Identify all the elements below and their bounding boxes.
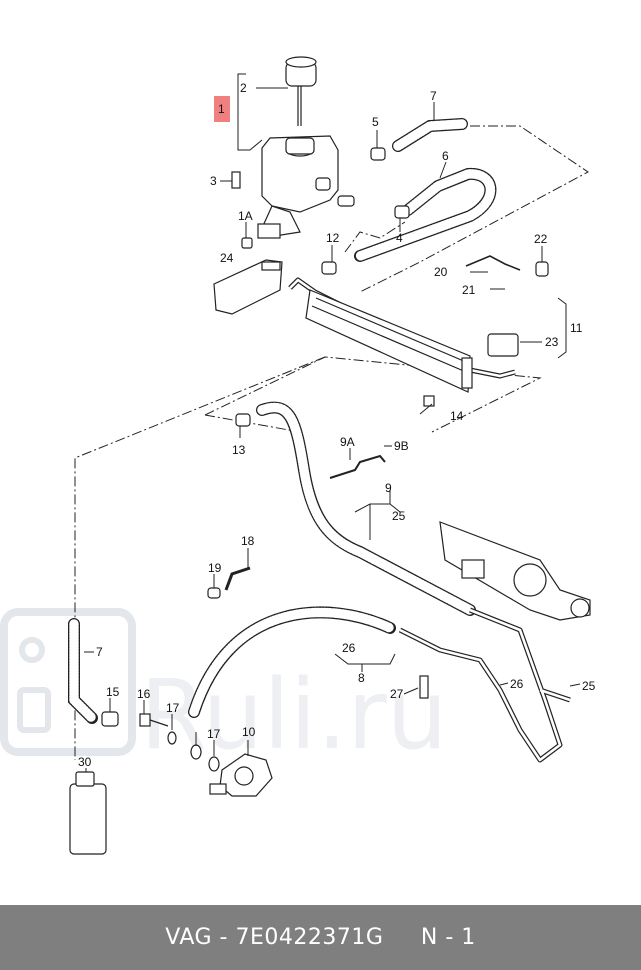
footer-part-number: 7E0422371G [235, 925, 384, 950]
bracket-24 [213, 259, 283, 315]
label-1a: 1A [238, 209, 253, 223]
label-24: 24 [220, 251, 234, 265]
pump-10 [209, 753, 273, 797]
label-5: 5 [372, 115, 379, 129]
label-12: 12 [326, 231, 340, 245]
footer-note: N - 1 [420, 925, 476, 950]
filler-cap [285, 56, 317, 126]
label-21: 21 [462, 283, 476, 297]
steering-rack [439, 521, 591, 621]
cooler-11 [305, 289, 473, 393]
label-10: 10 [242, 725, 256, 739]
label-13: 13 [232, 443, 246, 457]
leader-lines [84, 73, 581, 772]
label-11: 11 [570, 321, 583, 335]
parts-diagram: Ruli.ru [0, 56, 596, 855]
label-14: 14 [450, 409, 464, 423]
label-30: 30 [78, 755, 92, 769]
label-18: 18 [241, 534, 255, 548]
label-2: 2 [240, 81, 247, 95]
svg-text:Ruli.ru: Ruli.ru [140, 659, 447, 771]
label-3: 3 [210, 174, 217, 188]
label-9: 9 [385, 481, 392, 495]
reservoir [257, 135, 355, 239]
label-1: 1 [218, 102, 225, 116]
label-6: 6 [442, 149, 449, 163]
label-4: 4 [396, 231, 403, 245]
label-8: 8 [358, 671, 365, 685]
label-9a: 9A [340, 435, 355, 449]
label-26b: 26 [510, 677, 524, 691]
part-number-footer: VAG - 7E0422371G N - 1 [0, 905, 641, 970]
label-26: 26 [342, 641, 356, 655]
label-23: 23 [545, 335, 559, 349]
label-17b: 17 [207, 727, 221, 741]
label-19: 19 [208, 561, 222, 575]
label-9b: 9B [394, 439, 409, 453]
footer-brand: VAG [165, 925, 213, 950]
label-7: 7 [430, 89, 437, 103]
footer-separator: - [212, 925, 236, 950]
fittings [101, 147, 549, 772]
label-27: 27 [390, 687, 404, 701]
label-7b: 7 [96, 645, 103, 659]
label-22: 22 [534, 232, 548, 246]
part-labels: 1 2 3 1A 4 5 6 7 7 8 9 9A 9B 10 11 12 13… [78, 81, 596, 769]
label-17: 17 [166, 701, 180, 715]
label-25b: 25 [582, 679, 596, 693]
label-20: 20 [434, 265, 448, 279]
label-25: 25 [392, 509, 406, 523]
label-15: 15 [106, 685, 120, 699]
fluid-bottle-30 [69, 771, 107, 855]
label-16: 16 [137, 687, 151, 701]
highlight-marker [214, 96, 230, 122]
